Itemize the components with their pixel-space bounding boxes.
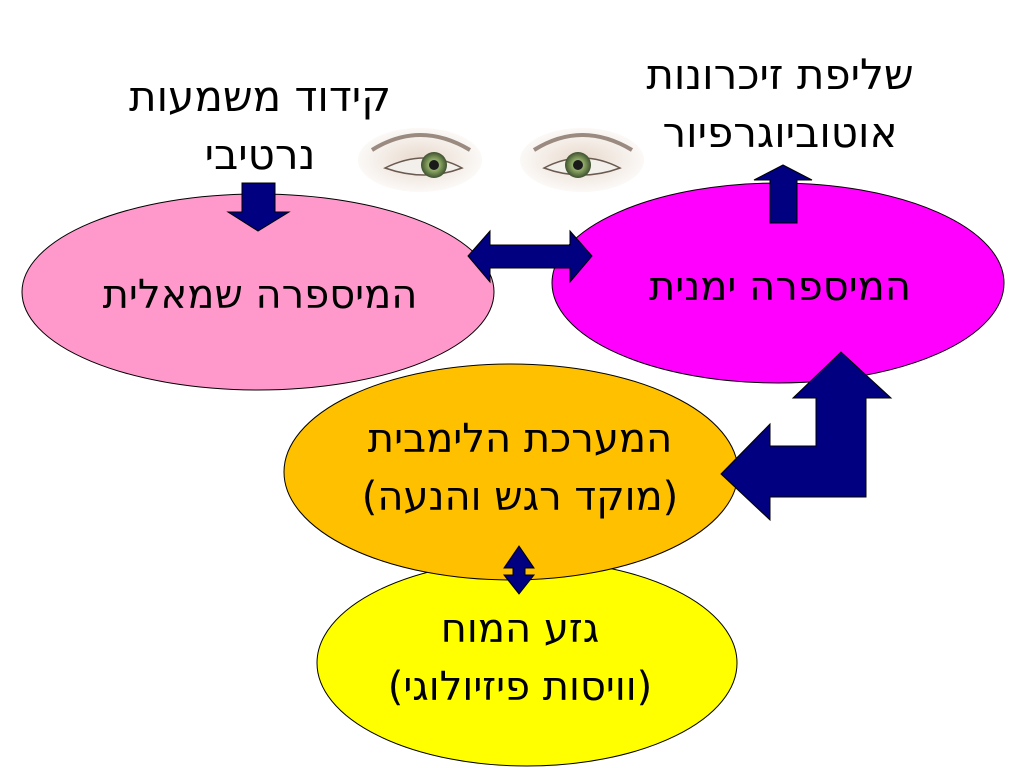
- arrow-between-hemispheres: [467, 229, 593, 284]
- limbic-system-label: המערכת הלימבית (מוקד רגש והנעה): [361, 416, 679, 520]
- arrow-limbic-to-right-hemisphere: [720, 351, 893, 522]
- arrow-up-from-right-hemisphere: [753, 164, 813, 224]
- arrow-down-to-left-hemisphere: [226, 182, 291, 232]
- left-hemisphere-label: המיספרה שמאלית: [102, 272, 418, 318]
- eyes-image: [358, 128, 644, 192]
- arrow-between-limbic-and-brainstem: [502, 545, 536, 595]
- right-hemisphere-label: המיספרה ימנית: [649, 264, 911, 310]
- narrative-encoding-caption: קידוד משמעות נרטיבי: [129, 72, 391, 179]
- brainstem-label: גזע המוח (וויסות פיזיולוגי): [387, 606, 653, 710]
- autobiographical-retrieval-caption: שליפת זיכרונות אוטוביוגרפיור: [646, 50, 914, 157]
